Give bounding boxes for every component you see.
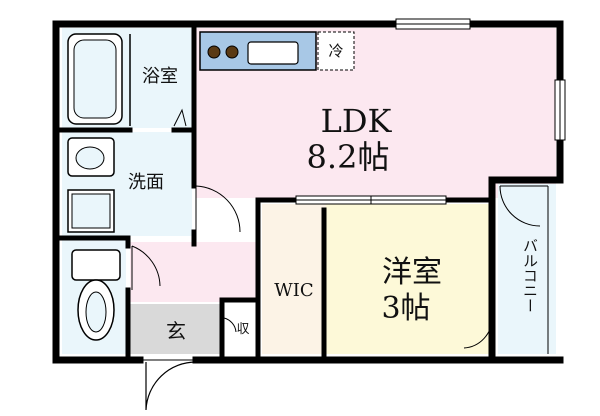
western-room-name-label: 洋室	[382, 255, 442, 290]
balcony-door-swing	[499, 185, 548, 227]
kitchen-counter	[199, 31, 317, 71]
washroom-label: 洗面	[128, 172, 164, 193]
sink-icon	[247, 41, 299, 65]
windows	[295, 18, 566, 205]
ldk-name-label: LDK	[321, 102, 393, 140]
western-room-fill	[326, 204, 492, 354]
washroom-door-swing	[195, 185, 241, 233]
fridge-space	[317, 31, 355, 71]
wash-basin-icon	[67, 137, 115, 177]
western-room-size-label: 3帖	[381, 291, 430, 326]
toilet-door-swing	[131, 245, 161, 290]
hall-fill	[130, 242, 256, 302]
wic-label: WIC	[274, 280, 313, 301]
balcony-fill	[498, 184, 556, 354]
storage-label: 収	[236, 322, 249, 337]
stove-burner-icon	[207, 45, 221, 59]
fridge-label: 冷	[328, 42, 343, 60]
stove-burner-icon	[225, 45, 239, 59]
toilet-icon	[71, 249, 121, 341]
bath-label: 浴室	[142, 66, 178, 87]
entrance-fill	[130, 304, 222, 354]
washing-machine-icon	[67, 189, 115, 233]
entrance-label: 玄	[166, 319, 186, 343]
wic-fill	[262, 204, 326, 354]
balcony-label: バルコニー	[521, 238, 539, 313]
wic-door-swing	[463, 317, 493, 349]
entrance-door-swing	[145, 361, 197, 411]
ldk-size-label: 8.2帖	[307, 138, 390, 176]
interior-walls	[55, 23, 493, 363]
